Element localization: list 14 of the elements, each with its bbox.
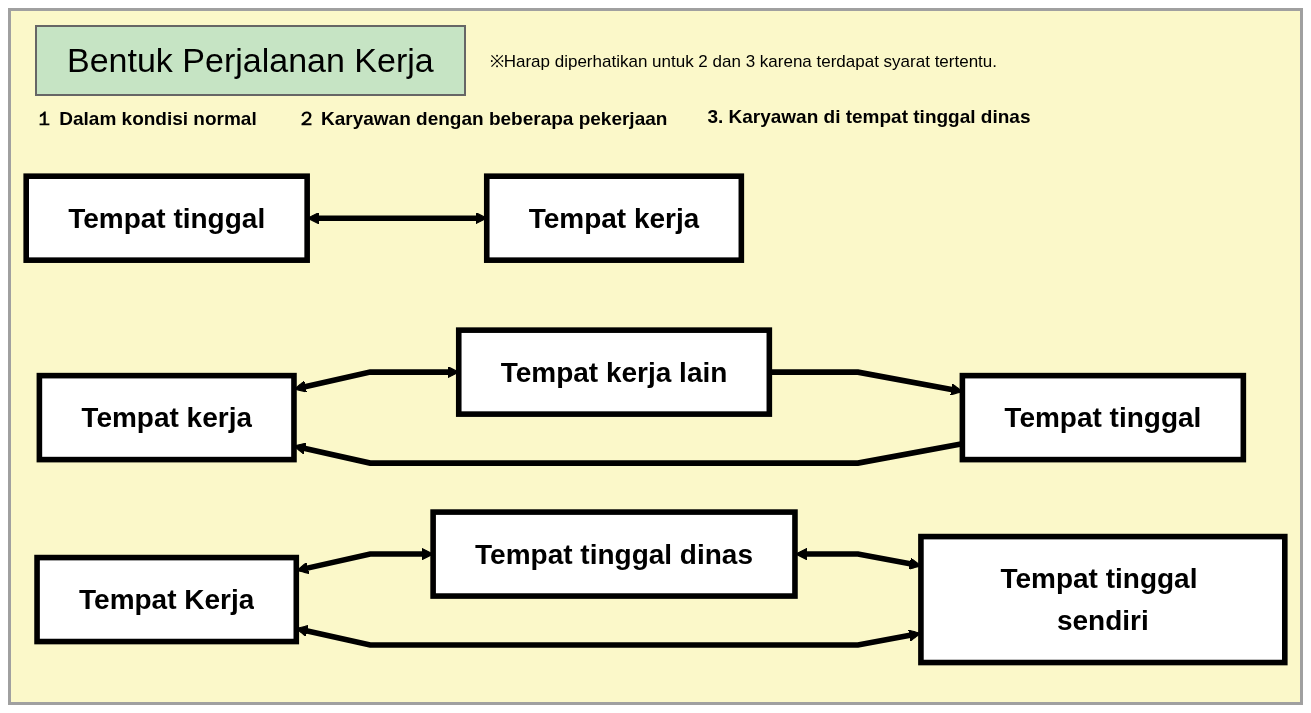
- node-box: Tempat kerja: [36, 372, 297, 463]
- node-box: Tempat tinggal dinas: [430, 508, 798, 599]
- note: ※Harap diperhatikan untuk 2 dan 3 karena terdapat syarat tertentu.: [489, 51, 997, 72]
- node-box: Tempat kerja lain: [455, 326, 773, 417]
- node-box: Tempat tinggal sendiri: [918, 533, 1288, 665]
- section-label: 3. Karyawan di tempat tinggal dinas: [707, 106, 1031, 129]
- title: Bentuk Perjalanan Kerja: [35, 25, 466, 96]
- node-box: Tempat tinggal: [23, 173, 310, 263]
- section-label: １ Dalam kondisi normal: [35, 107, 257, 131]
- section-label: ２ Karyawan dengan beberapa pekerjaan: [296, 107, 668, 131]
- node-box: Tempat tinggal: [959, 372, 1247, 463]
- node-box: Tempat kerja: [483, 173, 745, 263]
- arrow: [769, 368, 963, 396]
- node-box: Tempat Kerja: [34, 554, 300, 644]
